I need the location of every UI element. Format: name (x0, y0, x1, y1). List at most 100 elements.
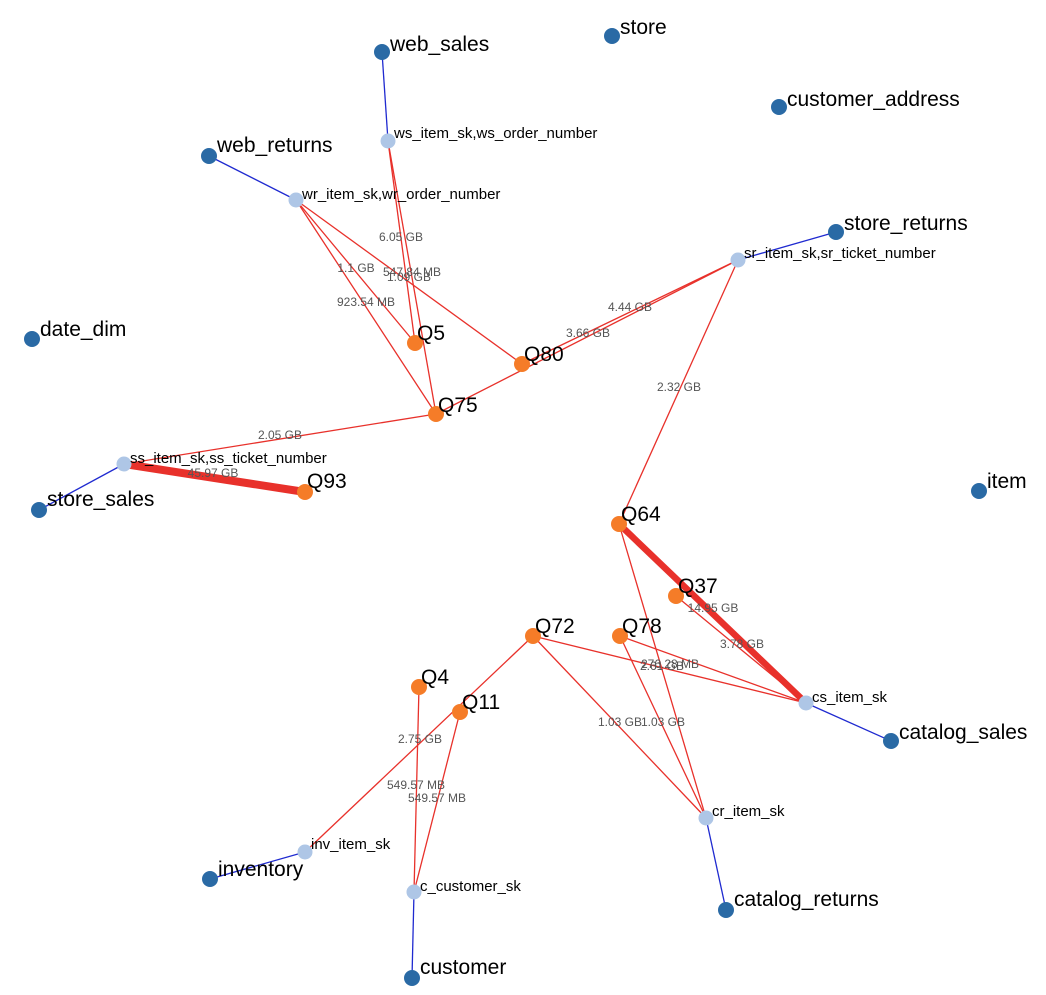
nodes-layer (24, 28, 987, 986)
query-edge-wr_key-Q5 (295, 199, 416, 344)
edge-weight-label: 549.57 MB (408, 791, 466, 805)
table-label-catalog_sales: catalog_sales (899, 721, 1027, 744)
key-node-c_key[interactable] (406, 884, 422, 900)
query-edge-cr_key-Q72 (532, 635, 707, 819)
key-label-c_key: c_customer_sk (420, 878, 521, 895)
key-node-sr_key[interactable] (730, 252, 746, 268)
query-edge-sr_key-Q80 (521, 259, 739, 365)
key-label-ws_key: ws_item_sk,ws_order_number (393, 125, 597, 142)
table-node-store_returns[interactable] (828, 224, 844, 240)
edge-weight-label: 3.78 GB (720, 637, 764, 651)
table-key-edge-web_sales-ws_key (381, 51, 389, 142)
table-label-inventory: inventory (218, 858, 304, 881)
table-label-catalog_returns: catalog_returns (734, 888, 879, 911)
edge-weight-label: 1.09 GB (387, 270, 431, 284)
query-edge-wr_key-Q75 (295, 199, 437, 415)
table-label-store_returns: store_returns (844, 212, 968, 235)
table-node-catalog_sales[interactable] (883, 733, 899, 749)
query-node-Q5[interactable] (407, 335, 423, 351)
key-node-ss_key[interactable] (116, 456, 132, 472)
key-label-cs_key: cs_item_sk (812, 689, 888, 706)
table-key-edge-store_sales-ss_key (38, 463, 125, 511)
query-label-Q11: Q11 (462, 691, 500, 714)
edge-weight-label: 2.05 GB (258, 428, 302, 442)
table-label-web_sales: web_sales (389, 33, 489, 56)
query-edge-wr_key-Q80 (295, 199, 523, 365)
query-label-Q75: Q75 (438, 394, 478, 417)
query-node-Q78[interactable] (612, 628, 628, 644)
query-edge-ws_key-Q5 (387, 140, 416, 344)
table-node-date_dim[interactable] (24, 331, 40, 347)
query-edge-c_key-Q4 (413, 686, 420, 893)
table-key-edge-web_returns-wr_key (208, 155, 297, 201)
table-node-inventory[interactable] (202, 871, 218, 887)
query-edge-cs_key-Q72 (532, 635, 807, 704)
table-label-date_dim: date_dim (40, 318, 126, 341)
table-label-store: store (620, 16, 667, 39)
table-node-item[interactable] (971, 483, 987, 499)
key-label-cr_key: cr_item_sk (712, 803, 785, 820)
query-label-Q78: Q78 (622, 615, 662, 638)
edge-weight-label: 1.03 GB (641, 715, 685, 729)
edge-weight-label: 6.05 GB (379, 230, 423, 244)
key-label-wr_key: wr_item_sk,wr_order_number (301, 186, 500, 203)
table-node-customer[interactable] (404, 970, 420, 986)
edge-weight-label: 2.32 GB (657, 380, 701, 394)
table-label-store_sales: store_sales (47, 488, 154, 511)
query-label-Q72: Q72 (535, 615, 575, 638)
query-edge-c_key-Q11 (413, 711, 461, 893)
table-label-web_returns: web_returns (216, 134, 333, 157)
table-node-store_sales[interactable] (31, 502, 47, 518)
query-label-Q64: Q64 (621, 503, 661, 526)
key-node-wr_key[interactable] (288, 192, 304, 208)
query-edge-inv_key-Q72 (304, 635, 534, 853)
edges-layer (38, 51, 892, 979)
edge-weight-label: 4.44 GB (608, 300, 652, 314)
edge-weight-label: 547.84 MB (383, 265, 441, 279)
table-node-web_sales[interactable] (374, 44, 390, 60)
table-node-catalog_returns[interactable] (718, 902, 734, 918)
query-node-Q80[interactable] (514, 356, 530, 372)
table-key-edge-catalog_sales-cs_key (805, 702, 892, 742)
table-key-edge-inventory-inv_key (209, 851, 306, 880)
table-node-store[interactable] (604, 28, 620, 44)
edge-weight-label: 549.57 MB (387, 778, 445, 792)
table-node-web_returns[interactable] (201, 148, 217, 164)
edge-weight-label: 2.75 GB (398, 732, 442, 746)
query-node-Q11[interactable] (452, 704, 468, 720)
edge-weight-label: 1.03 GB (598, 715, 642, 729)
edge-weight-label: 1.1 GB (337, 261, 374, 275)
key-node-cr_key[interactable] (698, 810, 714, 826)
edge-labels-layer: 6.05 GB 1.09 GB 1.1 GB 547.84 MB 923.54 MB 4.… (188, 230, 764, 805)
query-node-Q93[interactable] (297, 484, 313, 500)
query-node-Q4[interactable] (411, 679, 427, 695)
query-node-Q37[interactable] (668, 588, 684, 604)
node-labels-layer: web_sales store customer_address web_return… (40, 16, 1027, 979)
edge-weight-label: 923.54 MB (337, 295, 395, 309)
edge-weight-label: 276.28 MB (641, 657, 699, 671)
query-edge-cr_key-Q64 (618, 523, 707, 819)
table-key-edge-customer-c_key (411, 891, 415, 979)
query-label-Q5: Q5 (417, 322, 445, 345)
query-label-Q93: Q93 (307, 470, 347, 493)
edge-weight-label: 2.61 GB (640, 659, 684, 673)
query-edge-cr_key-Q78 (619, 635, 707, 819)
query-label-Q37: Q37 (678, 575, 718, 598)
query-edge-ss_key-Q75 (123, 413, 437, 465)
query-edge-sr_key-Q64 (618, 259, 739, 525)
key-label-sr_key: sr_item_sk,sr_ticket_number (744, 245, 936, 262)
key-node-cs_key[interactable] (798, 695, 814, 711)
query-node-Q72[interactable] (525, 628, 541, 644)
query-node-Q75[interactable] (428, 406, 444, 422)
key-node-inv_key[interactable] (297, 844, 313, 860)
key-label-inv_key: inv_item_sk (311, 836, 391, 853)
table-label-item: item (987, 470, 1027, 493)
edge-weight-label: 45.97 GB (188, 466, 239, 480)
query-node-Q64[interactable] (611, 516, 627, 532)
table-label-customer_address: customer_address (787, 88, 960, 111)
table-node-customer_address[interactable] (771, 99, 787, 115)
query-edge-sr_key-Q75 (435, 259, 739, 415)
key-label-ss_key: ss_item_sk,ss_ticket_number (130, 450, 327, 467)
key-node-ws_key[interactable] (380, 133, 396, 149)
